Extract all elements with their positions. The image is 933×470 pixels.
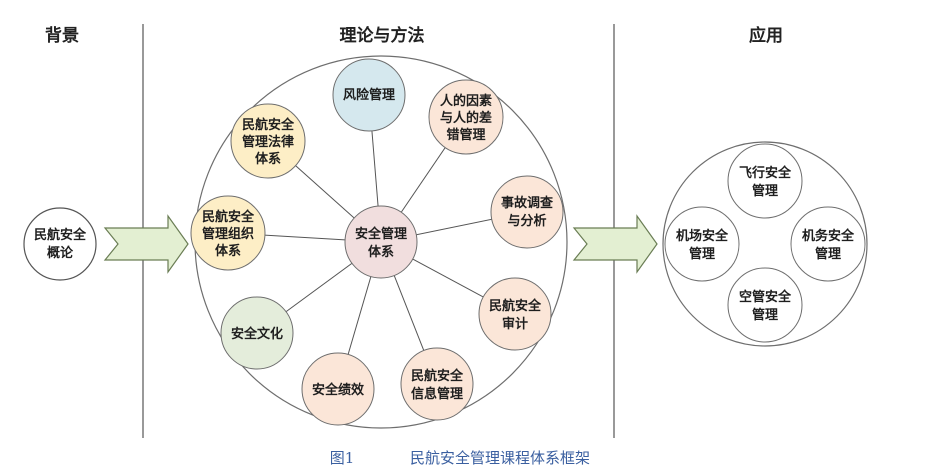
arrow-background-to-theory	[103, 214, 189, 274]
node-airport-safety: 机场安全 管理	[664, 206, 740, 282]
node-accident-investigation: 事故调查 与分析	[490, 175, 564, 249]
header-theory: 理论与方法	[340, 25, 425, 46]
node-safety-performance: 安全绩效	[301, 352, 375, 426]
node-sms-line1: 安全管理	[355, 226, 407, 242]
header-application: 应用	[749, 25, 783, 46]
node-safety-law: 民航安全 管理法律 体系	[230, 103, 306, 179]
node-risk-management: 风险管理	[332, 58, 406, 132]
node-background-intro: 民航安全 概论	[23, 207, 97, 281]
node-atc-safety: 空管安全 管理	[727, 267, 803, 343]
node-flight-line2: 管理	[752, 183, 778, 199]
node-safety-information: 民航安全 信息管理	[400, 347, 474, 421]
node-culture-line1: 安全文化	[231, 326, 283, 342]
node-flight-safety: 飞行安全 管理	[727, 143, 803, 219]
node-human-line3: 错管理	[446, 127, 485, 143]
node-org-line3: 体系	[215, 243, 241, 259]
figure-number: 图1	[330, 449, 355, 467]
node-flight-line1: 飞行安全	[739, 165, 792, 181]
node-audit-line1: 民航安全	[489, 298, 542, 314]
node-background-intro-line2: 概论	[47, 245, 74, 261]
node-org-line1: 民航安全	[202, 209, 255, 225]
figure-title: 民航安全管理课程体系框架	[410, 449, 590, 467]
node-org-line2: 管理组织	[202, 226, 254, 242]
node-airport-line1: 机场安全	[676, 228, 729, 244]
node-performance-line1: 安全绩效	[312, 382, 365, 398]
node-law-line2: 管理法律	[242, 134, 294, 150]
node-accident-line2: 与分析	[507, 213, 546, 229]
node-safety-organization: 民航安全 管理组织 体系	[190, 195, 266, 271]
node-maintenance-line2: 管理	[815, 246, 841, 262]
node-human-line1: 人的因素	[440, 93, 492, 109]
node-info-line1: 民航安全	[411, 368, 464, 384]
node-audit-line2: 审计	[502, 316, 528, 332]
node-safety-audit: 民航安全 审计	[478, 277, 552, 351]
node-info-line2: 信息管理	[411, 386, 463, 402]
node-human-factors: 人的因素 与人的差 错管理	[428, 79, 504, 155]
node-human-line2: 与人的差	[440, 110, 492, 126]
node-background-intro-line1: 民航安全	[34, 227, 87, 243]
application-container-circle	[662, 141, 868, 347]
node-risk-line1: 风险管理	[343, 87, 395, 103]
node-sms-line2: 体系	[368, 244, 394, 260]
node-atc-line1: 空管安全	[739, 289, 792, 305]
node-atc-line2: 管理	[752, 307, 778, 323]
header-background: 背景	[45, 25, 79, 46]
node-airport-line2: 管理	[689, 246, 715, 262]
node-maintenance-line1: 机务安全	[802, 228, 855, 244]
node-maintenance-safety: 机务安全 管理	[790, 206, 866, 282]
arrow-theory-to-application	[572, 214, 658, 274]
node-safety-culture: 安全文化	[220, 296, 294, 370]
node-law-line3: 体系	[255, 151, 281, 167]
node-accident-line1: 事故调查	[501, 195, 554, 211]
node-law-line1: 民航安全	[242, 117, 295, 133]
node-safety-management-system: 安全管理 体系	[344, 205, 418, 279]
